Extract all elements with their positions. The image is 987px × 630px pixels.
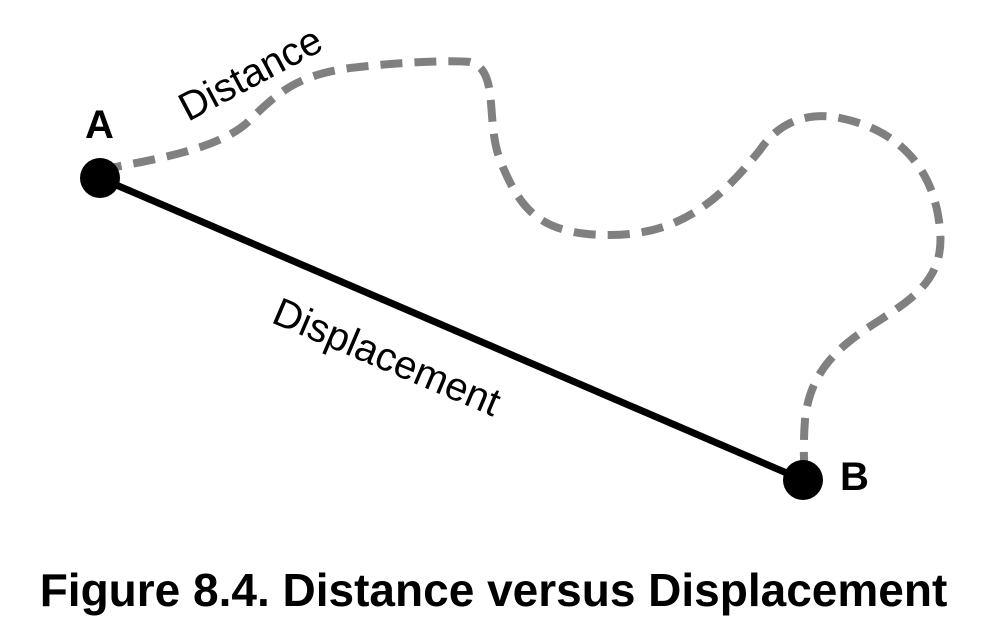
point-b-label: B xyxy=(840,455,869,499)
distance-path xyxy=(99,57,945,481)
point-b-dot xyxy=(783,460,823,500)
displacement-label: Displacement xyxy=(266,290,506,425)
figure-caption: Figure 8.4. Distance versus Displacement xyxy=(39,564,948,616)
displacement-line xyxy=(96,174,807,484)
distance-label: Distance xyxy=(172,18,330,130)
point-a-dot xyxy=(80,158,120,198)
point-a-label: A xyxy=(85,103,114,147)
